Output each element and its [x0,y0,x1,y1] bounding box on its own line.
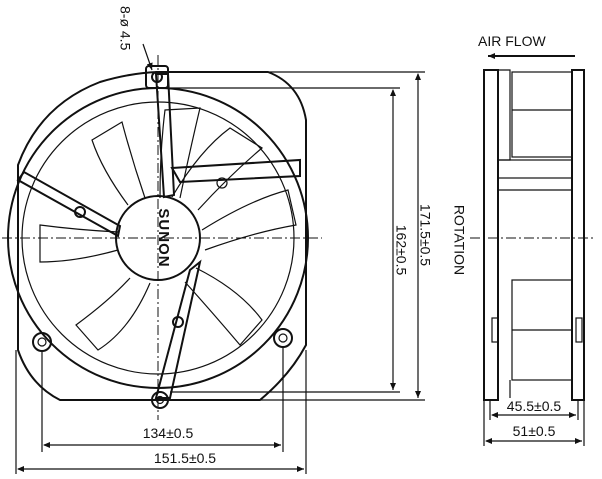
side-flange-left [483,69,499,401]
hole-spec-leader [142,43,153,71]
side-body-top [498,69,511,161]
side-motor-top [511,71,573,158]
strut-hole-left [74,206,86,218]
side-view: AIR FLOW ROTATION 45.5±0.5 51±0.5 [451,33,596,446]
hole-spec-label: 8-ø 4.5 [117,6,133,51]
side-extension-lines [483,400,585,446]
fan-blades [39,107,297,351]
airflow-label: AIR FLOW [478,33,546,49]
front-view: SUNON 8-ø 4.5 [2,6,433,474]
support-struts [16,73,301,399]
dim-51-label: 51±0.5 [513,423,556,439]
side-flange-right [571,69,585,401]
extension-lines [15,71,425,474]
dim-151-5-label: 151.5±0.5 [154,450,216,466]
mount-hole-top [145,65,169,89]
dim-45-5-label: 45.5±0.5 [507,398,562,414]
dim-134-label: 134±0.5 [143,425,194,441]
mount-hole-bottom [151,391,169,409]
mount-hole-bottom-right [273,328,293,348]
mount-hole-bottom-left [32,332,52,352]
dim-162-label: 162±0.5 [393,225,409,276]
dim-171-5-label: 171.5±0.5 [417,204,433,266]
housing-outline [17,71,307,401]
brand-label: SUNON [155,208,172,267]
lead-grommet [216,177,228,189]
strut-hole-right [172,316,184,328]
rotation-label: ROTATION [451,205,467,275]
mounting-holes [32,65,293,409]
side-hub-band [497,159,573,179]
